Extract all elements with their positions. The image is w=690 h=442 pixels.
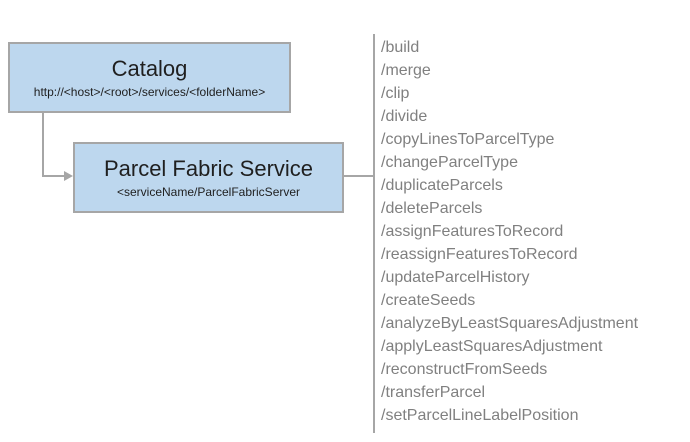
endpoint-item: /copyLinesToParcelType xyxy=(381,131,555,148)
endpoint-item: /reconstructFromSeeds xyxy=(381,361,548,378)
endpoint-item: /transferParcel xyxy=(381,384,486,401)
service-title: Parcel Fabric Service xyxy=(103,156,314,182)
endpoint-item: /clip xyxy=(381,85,410,102)
catalog-to-service-connector-horizontal xyxy=(42,175,65,177)
endpoint-item: /duplicateParcels xyxy=(381,177,503,194)
catalog-to-service-connector-vertical xyxy=(42,113,44,177)
endpoint-item: /merge xyxy=(381,62,431,79)
endpoint-item: /setParcelLineLabelPosition xyxy=(381,407,579,424)
endpoint-item: /build xyxy=(381,39,420,56)
endpoint-item: /applyLeastSquaresAdjustment xyxy=(381,338,603,355)
endpoint-item: /updateParcelHistory xyxy=(381,269,530,286)
endpoint-list-divider xyxy=(373,34,375,433)
endpoint-item: /changeParcelType xyxy=(381,154,518,171)
endpoint-item: /deleteParcels xyxy=(381,200,483,217)
arrowhead-icon xyxy=(64,171,73,181)
catalog-title: Catalog xyxy=(111,56,188,82)
service-to-endpoints-connector xyxy=(344,175,373,177)
catalog-node: Catalog http://<host>/<root>/services/<f… xyxy=(8,42,291,113)
endpoint-item: /divide xyxy=(381,108,428,125)
endpoint-item: /assignFeaturesToRecord xyxy=(381,223,564,240)
parcel-fabric-service-node: Parcel Fabric Service <serviceName/Parce… xyxy=(73,142,344,213)
catalog-url-template: http://<host>/<root>/services/<folderNam… xyxy=(33,84,266,99)
endpoint-list: /build/merge/clip/divide/copyLinesToParc… xyxy=(381,36,638,427)
endpoint-item: /analyzeByLeastSquaresAdjustment xyxy=(381,315,639,332)
service-url-template: <serviceName/ParcelFabricServer xyxy=(116,184,301,199)
endpoint-item: /createSeeds xyxy=(381,292,476,309)
endpoint-item: /reassignFeaturesToRecord xyxy=(381,246,578,263)
